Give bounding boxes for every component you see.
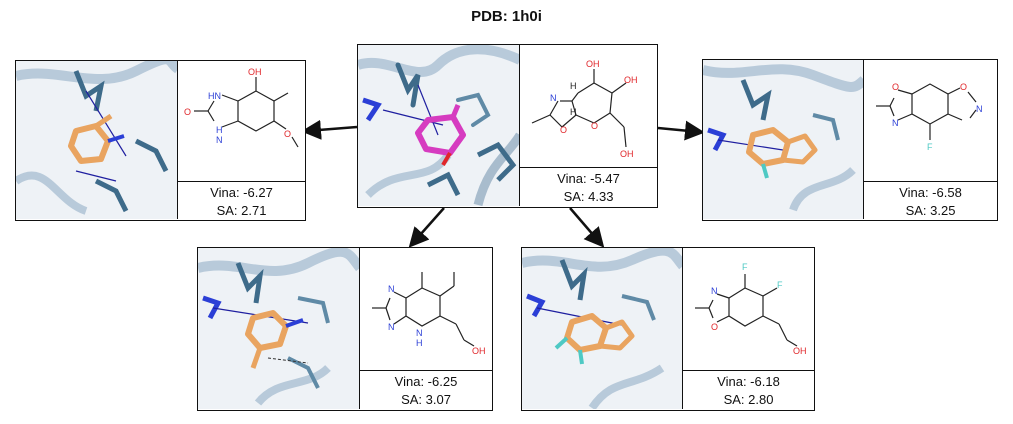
protein-pocket-image <box>198 248 359 409</box>
svg-text:O: O <box>591 121 598 131</box>
pocket-view <box>358 45 520 206</box>
vina-score: Vina: -6.25 <box>394 374 458 389</box>
svg-text:N: N <box>216 135 223 145</box>
svg-text:OH: OH <box>472 346 486 356</box>
sa-score: SA: 3.07 <box>401 392 451 407</box>
svg-text:H: H <box>570 107 577 117</box>
sa-score: SA: 4.33 <box>563 189 614 204</box>
ligand-structure: N N N H OH <box>360 248 491 370</box>
protein-pocket-image <box>522 248 682 409</box>
arrow-to-left <box>301 119 358 140</box>
pocket-view <box>522 248 683 409</box>
svg-text:F: F <box>927 142 933 152</box>
score-box: Vina: -6.27 SA: 2.71 <box>178 181 305 220</box>
svg-text:F: F <box>777 280 783 290</box>
panel-reference: N O O H H OH OH OH Vina: -5.47 SA: 4.33 <box>357 44 658 208</box>
protein-pocket-image <box>358 45 519 206</box>
svg-text:N: N <box>416 328 423 338</box>
ligand-structure: O N O N F <box>864 60 996 180</box>
vina-score: Vina: -6.27 <box>210 185 273 200</box>
svg-text:N: N <box>550 93 557 103</box>
svg-text:N: N <box>388 284 395 294</box>
sa-score: SA: 2.71 <box>216 203 267 218</box>
svg-text:OH: OH <box>620 149 634 159</box>
svg-text:F: F <box>742 262 748 272</box>
panel-bottom-right: N O F F OH Vina: -6.18 SA: 2.80 <box>521 247 815 411</box>
arrow-to-bottom-right <box>569 207 605 248</box>
figure-title: PDB: 1h0i <box>471 8 542 25</box>
svg-text:O: O <box>284 129 291 139</box>
score-box: Vina: -6.25 SA: 3.07 <box>360 370 492 410</box>
arrow-to-right <box>657 120 705 141</box>
molecule-drawing: N O O H H OH OH OH <box>531 59 638 159</box>
pocket-view <box>703 60 864 219</box>
panel-bottom-left: N N N H OH Vina: -6.25 SA: 3.07 <box>197 247 493 411</box>
ligand-structure: OH HN H N O O <box>178 61 304 180</box>
ligand-structure: N O O H H OH OH OH <box>520 45 656 167</box>
svg-text:N: N <box>976 104 983 114</box>
svg-text:OH: OH <box>248 67 262 77</box>
svg-text:N: N <box>892 118 899 128</box>
arrow-to-bottom-left <box>408 207 445 248</box>
svg-text:H: H <box>216 125 223 135</box>
vina-score: Vina: -6.18 <box>717 374 780 389</box>
svg-text:O: O <box>184 107 191 117</box>
sa-score: SA: 3.25 <box>905 203 956 218</box>
molecule-drawing: O N O N F <box>876 82 983 152</box>
pocket-view <box>198 248 360 409</box>
svg-text:OH: OH <box>586 59 600 69</box>
svg-text:H: H <box>570 81 577 91</box>
ligand-structure: N O F F OH <box>683 248 813 370</box>
score-box: Vina: -5.47 SA: 4.33 <box>520 167 657 207</box>
sa-score: SA: 2.80 <box>723 392 774 407</box>
molecule-drawing: N O F F OH <box>695 262 807 356</box>
svg-text:OH: OH <box>624 75 638 85</box>
panel-left: OH HN H N O O Vina: -6.27 SA: 2.71 <box>15 60 306 221</box>
svg-text:O: O <box>960 82 967 92</box>
svg-text:N: N <box>711 286 718 296</box>
vina-score: Vina: -5.47 <box>557 171 620 186</box>
protein-pocket-image <box>703 60 863 219</box>
panel-right: O N O N F Vina: -6.58 SA: 3.25 <box>702 59 998 221</box>
svg-text:O: O <box>560 125 567 135</box>
svg-text:HN: HN <box>208 91 221 101</box>
protein-pocket-image <box>16 61 177 219</box>
svg-text:H: H <box>416 338 423 348</box>
svg-text:OH: OH <box>793 346 807 356</box>
score-box: Vina: -6.58 SA: 3.25 <box>864 181 997 220</box>
vina-score: Vina: -6.58 <box>899 185 962 200</box>
svg-text:O: O <box>892 82 899 92</box>
pocket-view <box>16 61 178 219</box>
svg-text:O: O <box>711 322 718 332</box>
svg-text:N: N <box>388 322 395 332</box>
molecule-drawing: N N N H OH <box>372 272 486 356</box>
score-box: Vina: -6.18 SA: 2.80 <box>683 370 814 410</box>
molecule-drawing: OH HN H N O O <box>184 67 299 148</box>
